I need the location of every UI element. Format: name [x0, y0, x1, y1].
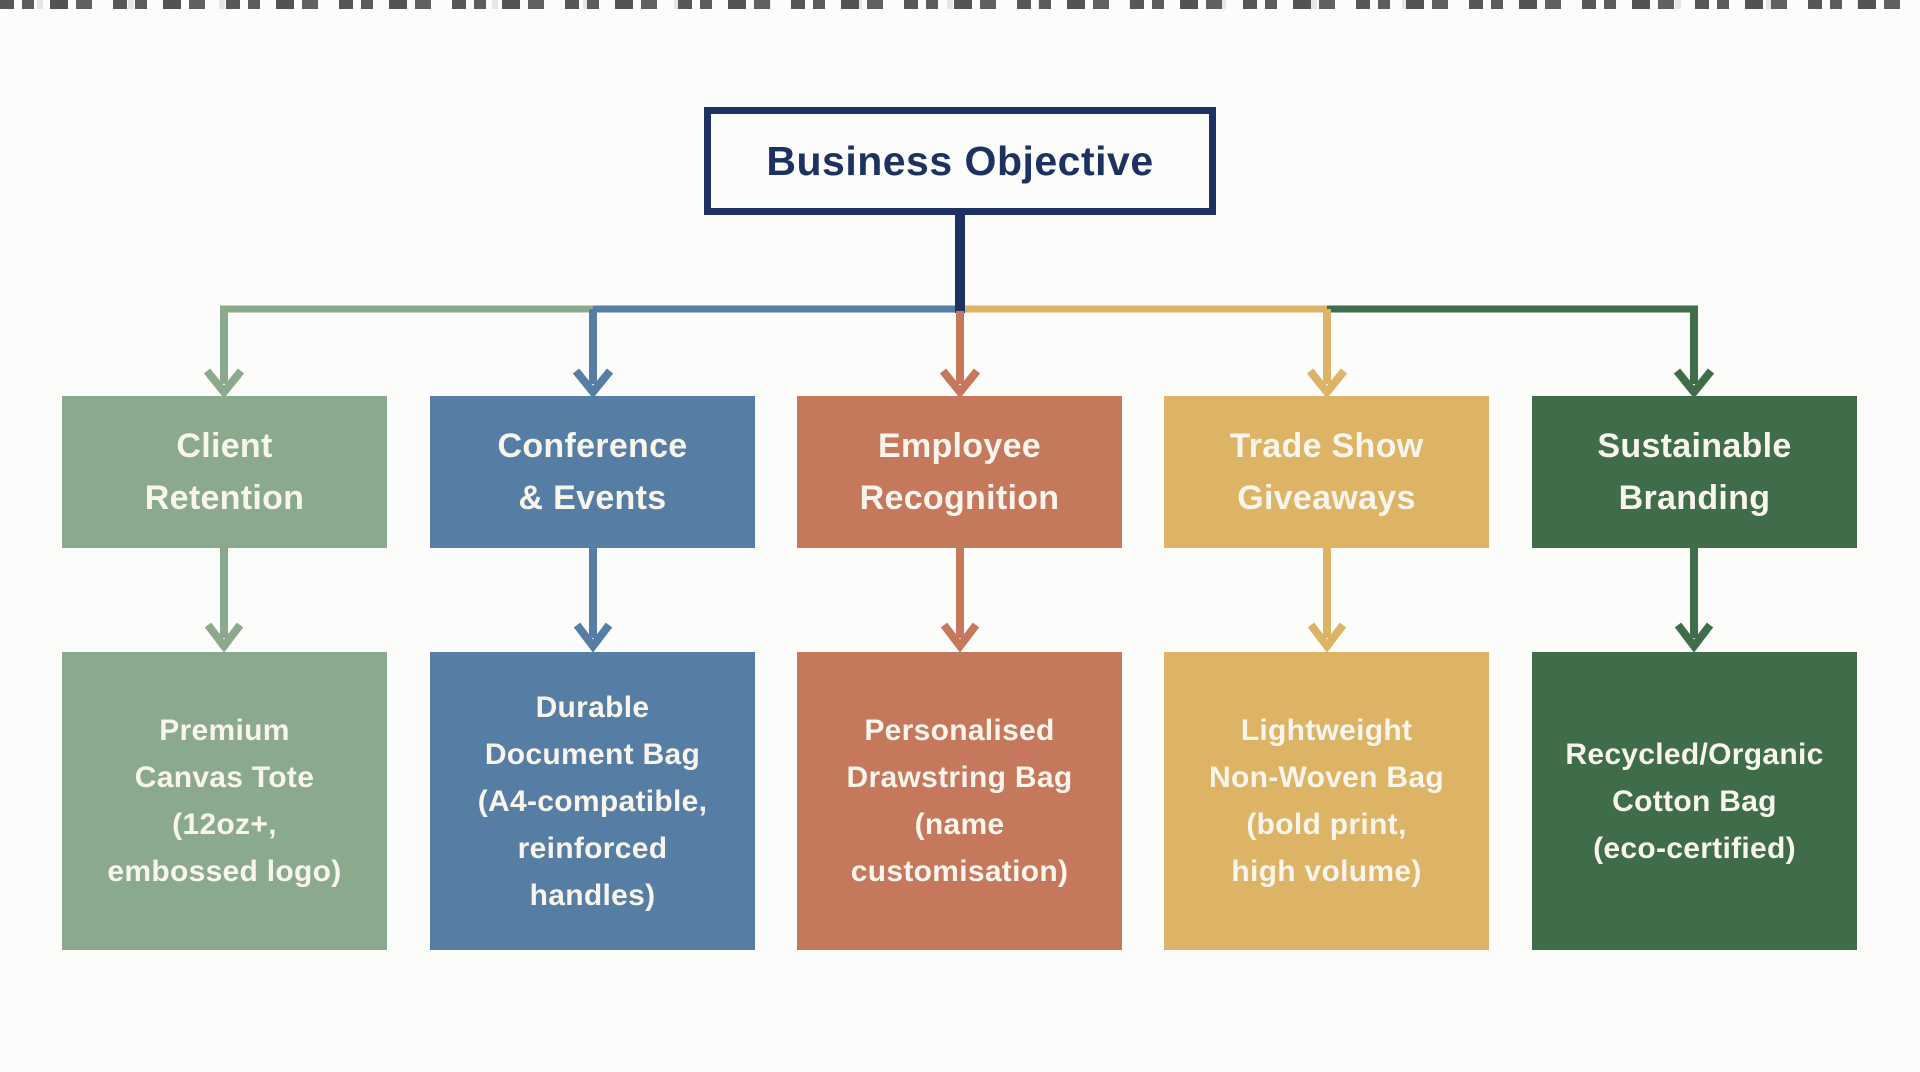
node-detail-personalised-drawstring-bag: Personalised Drawstring Bag (name custom…	[797, 652, 1122, 950]
node-client-retention: Client Retention	[62, 396, 387, 548]
node-detail-label: Premium Canvas Tote (12oz+, embossed log…	[107, 714, 342, 888]
node-detail-durable-document-bag: Durable Document Bag (A4-compatible, rei…	[430, 652, 755, 950]
node-label: Trade Show Giveaways	[1229, 427, 1424, 517]
detail-arrow-conference-events	[573, 548, 613, 653]
detail-arrow-trade-show	[1307, 548, 1347, 653]
detail-arrow-employee-recognition	[940, 548, 980, 653]
detail-arrow-sustainable-branding	[1674, 548, 1714, 653]
detail-arrow-client-retention	[204, 548, 244, 653]
node-label: Employee Recognition	[859, 427, 1060, 517]
node-detail-lightweight-non-woven-bag: Lightweight Non-Woven Bag (bold print, h…	[1164, 652, 1489, 950]
node-detail-label: Personalised Drawstring Bag (name custom…	[846, 714, 1073, 888]
root-node-label: Business Objective	[766, 137, 1154, 184]
node-detail-label: Lightweight Non-Woven Bag (bold print, h…	[1208, 714, 1444, 888]
node-detail-recycled-organic-cotton-bag: Recycled/Organic Cotton Bag (eco-certifi…	[1532, 652, 1857, 950]
branch-arrow-employee-recognition	[939, 311, 981, 399]
node-employee-recognition: Employee Recognition	[797, 396, 1122, 548]
node-conference-events: Conference & Events	[430, 396, 755, 548]
cropped-text-artifact-strip	[0, 0, 1920, 9]
node-trade-show-giveaways: Trade Show Giveaways	[1164, 396, 1489, 548]
node-label: Client Retention	[144, 427, 305, 517]
node-label: Sustainable Branding	[1597, 427, 1792, 517]
branch-arrow-conference-events	[572, 309, 614, 399]
branch-arrow-sustainable-branding	[1673, 306, 1715, 399]
root-node-business-objective: Business Objective	[704, 107, 1216, 215]
branch-arrow-trade-show	[1306, 309, 1348, 399]
node-label: Conference & Events	[497, 427, 688, 517]
node-detail-label: Durable Document Bag (A4-compatible, rei…	[477, 690, 708, 912]
node-detail-premium-canvas-tote: Premium Canvas Tote (12oz+, embossed log…	[62, 652, 387, 950]
branch-arrow-client-retention	[203, 306, 245, 399]
node-detail-label: Recycled/Organic Cotton Bag (eco-certifi…	[1565, 737, 1824, 865]
node-sustainable-branding: Sustainable Branding	[1532, 396, 1857, 548]
